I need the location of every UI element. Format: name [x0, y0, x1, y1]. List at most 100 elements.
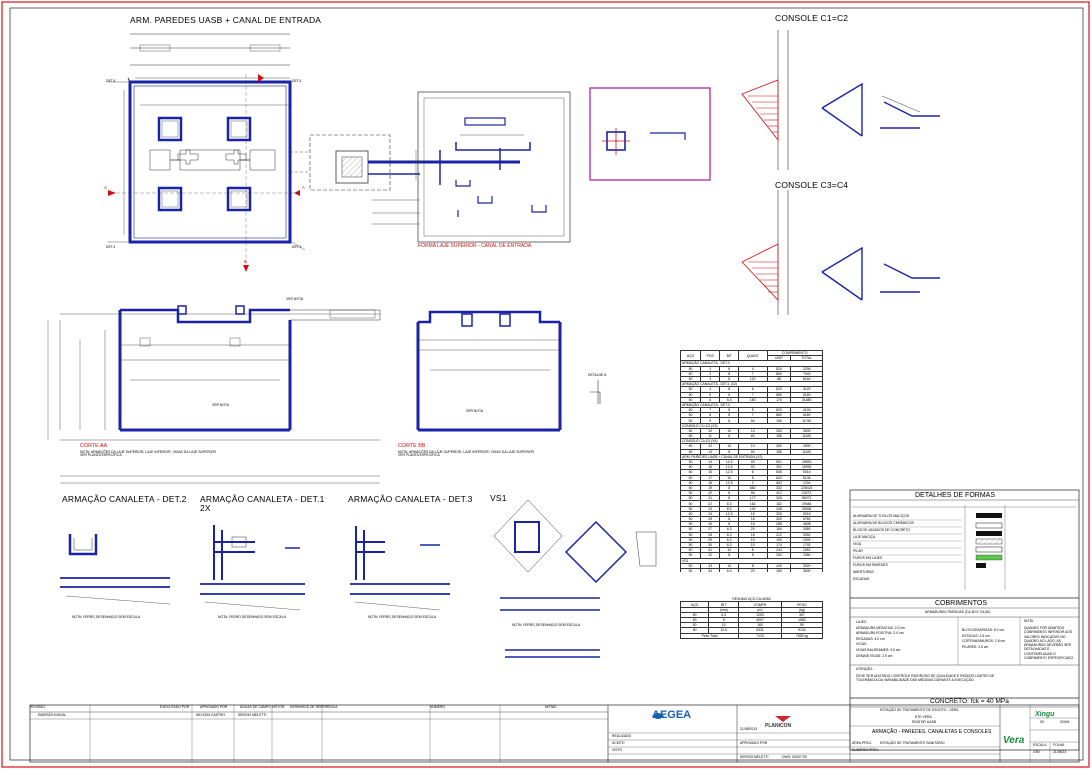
section-marker-a-right: A: [302, 185, 305, 190]
right-panels: [849, 489, 1080, 751]
tb-drawing-title: ARMAÇÃO - PAREDES, CANALETAS E CONSOLES: [872, 729, 992, 735]
title-canaleta-det2: ARMAÇÃO CANALETA - DET.2: [62, 494, 187, 504]
title-detalhes-formas: DETALHES DE FORMAS: [915, 492, 995, 499]
table-cell: 6.3: [719, 567, 739, 572]
section-marker-a-left: A: [104, 185, 107, 190]
tb-ete-vera: ETE VERA: [915, 715, 932, 719]
formas-legend-item: PILAR: [853, 549, 863, 553]
tb-dwg: DWG: 09437 R0: [782, 755, 807, 759]
formas-legend-item: ALVENARIA DE TIJOLOS MACIÇOS: [853, 514, 910, 518]
label-det4-b: DET.4: [292, 79, 302, 83]
tb-area: ESTAÇÃO DE TRATAMENTO SANITÁRIO: [880, 741, 945, 745]
label-det4-c: DET.4: [106, 245, 116, 249]
section-marker-b: B: [244, 259, 247, 264]
table-cell: 20: [737, 567, 768, 572]
revision-header: ÁGUAS DE CAMPO VISTOR: [240, 705, 285, 709]
planicon-logo: PLANICON: [765, 723, 792, 729]
console-c3c4: [741, 190, 940, 315]
summary-title: RESUMO AÇO CA-50/60: [732, 597, 771, 601]
cobrimento-item: ARMADURA POSITIVA: 2.0 cm: [856, 631, 904, 636]
cobrimento-item: DEMAIS VIGAS: 2.5 cm: [856, 653, 893, 658]
note-corte-aa: NOTA: ARMAÇÕES DA LAJE SUPERIOR, LAJE IN…: [80, 450, 216, 458]
tb-escala-value: 1/50: [1033, 750, 1040, 754]
label-ver-nota-1: VER NOTA: [212, 403, 230, 407]
formas-legend-item: ALVENARIA DE BLOCOS CERÂMICOS: [853, 521, 914, 525]
formas-legend-item: ESCADAS: [853, 577, 870, 581]
cobrimento-item: VIGAS BALDRAMES: 3.0 cm: [856, 647, 901, 652]
concreto-spec: CONCRETO: fck = 40 MPa: [930, 698, 1009, 705]
revision-headers: REVISÃO EXECUTADO POR APROVADO POR ÁGUAS DE…: [30, 705, 608, 712]
revision-header: REVISÃO: [30, 705, 46, 709]
steel-header: QUANT: [737, 350, 768, 362]
vs1-detail: [493, 499, 657, 658]
title-canaleta-det1: ARMAÇÃO CANALETA - DET.1: [200, 494, 325, 504]
formas-legend-item: LAJE MACIÇA: [853, 535, 876, 539]
atencao-text: DEVE SER ADOTADO CONTROLE RIGOROSO DE QU…: [856, 674, 995, 683]
formas-legend-item: FUROS EM LAJES: [853, 556, 883, 560]
label-detalhe-a: DETALHE A: [588, 373, 607, 377]
revision-header: NÚMERO: [430, 705, 446, 709]
title-cobrimentos: COBRIMENTOS: [935, 600, 987, 607]
xingu-logo: Xingu: [1035, 711, 1055, 718]
tb-area-label: ÁREA PROJ.: [852, 741, 872, 745]
section-corte-aa: [47, 305, 381, 484]
cobrimento-item: BLOCOS/SAPATAS: 5.0 cm: [962, 628, 1005, 632]
title-canaleta-det3: ARMAÇÃO CANALETA - DET.3: [348, 494, 473, 504]
formas-legend-item: ABERTURAS: [853, 570, 874, 574]
table-cell: 180: [766, 567, 792, 572]
label-ver-nota-3: VER NOTA: [466, 409, 484, 413]
cobrimento-item: PILARES: 2.5 cm: [962, 644, 989, 649]
peso-total-10: 7835 kg: [780, 632, 824, 639]
tb-rev: 00: [1040, 720, 1044, 724]
vera-logo: Vera: [1003, 735, 1025, 746]
tb-doc-number: 02404: [1060, 720, 1070, 724]
steel-header: POS: [699, 350, 721, 362]
cobrimento-item: REGADAS: 4.0 cm: [856, 636, 885, 641]
tb-data-value: 21/08/2013: [740, 727, 757, 731]
aegea-logo: AEGEA: [652, 709, 692, 721]
tb-project: ESTAÇÃO DE TRATAMENTO DE ESGOTO - VERA: [880, 708, 959, 712]
revision-header: DESENHOS DE REFERÊNCIA: [290, 705, 338, 709]
table-cell: 34: [699, 567, 721, 572]
title-forma-laje: FORMA LAJE SUPERIOR - CANAL DE ENTRADA: [418, 243, 532, 249]
tb-reator: REATOR UASB: [912, 720, 936, 724]
cobrimentos-nota-text: QUANDO FOR ADMITIDO COBRIMENTO INFERIOR …: [1024, 626, 1074, 660]
note-ferro-1: NOTA: FERRO DESENHADO SEM ESCALA: [72, 615, 140, 619]
cobrimento-item: ESTACAS: 2.5 cm: [962, 633, 990, 638]
cobrimento-item: VIGAS: [856, 642, 867, 647]
label-det4-a: DET.4: [106, 79, 116, 83]
cobrimento-item: ARMADURA NEGATIVA: 2.0 cm: [856, 625, 905, 630]
tb-subarea-label: SUBÁREA PROJ.: [852, 748, 879, 752]
formas-legend-item: VIGA: [853, 542, 862, 546]
peso-total-value: 7123: [738, 632, 782, 639]
atencao-label: ATENÇÃO:: [856, 667, 874, 671]
steel-header: BIT: [719, 350, 739, 362]
tb-escala-label: ESCALA: [1033, 743, 1047, 747]
title-vs1: VS1: [490, 493, 507, 503]
tb-realizado: REALIZADO: [612, 734, 632, 738]
cobrimento-item: CORTINAS/MUROS: 2.5 cm: [962, 639, 1006, 644]
tb-aprovado: APROVADO POR: [740, 741, 768, 745]
title-console-c3c4: CONSOLE C3=C4: [775, 180, 849, 190]
revision-header: APROVADO POR: [200, 705, 228, 709]
tb-folha-value: 21/08/13: [1053, 750, 1067, 754]
revision-header: EXECUTADO POR: [160, 705, 190, 709]
steel-header: AÇO: [680, 350, 701, 362]
label-ver-nota-2: VER NOTA: [286, 297, 304, 301]
cobrimento-item: LAJES: [856, 620, 867, 624]
title-corte-aa: CORTE AA: [80, 443, 108, 449]
label-det4-d: DET.4: [292, 245, 302, 249]
